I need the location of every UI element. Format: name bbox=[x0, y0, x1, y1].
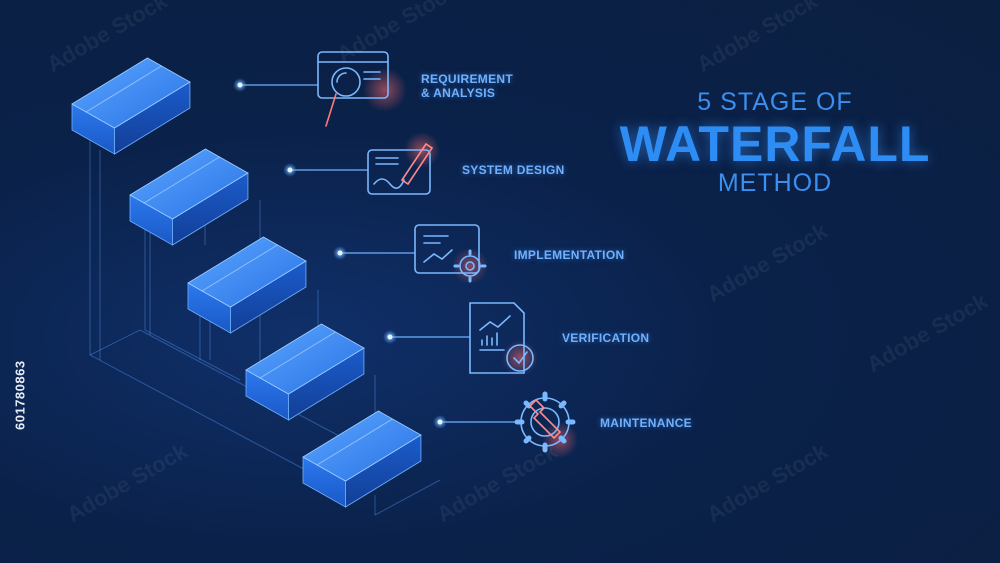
step-top-face bbox=[245, 323, 365, 395]
step-block-5 bbox=[302, 410, 422, 508]
stage-label-requirement: REQUIREMENT & ANALYSIS bbox=[421, 72, 513, 100]
stock-id-text: 601780863 bbox=[12, 360, 28, 430]
connectors-group bbox=[233, 78, 517, 429]
step-top-face bbox=[71, 57, 191, 129]
steps-group bbox=[71, 57, 422, 508]
connector-dot bbox=[337, 250, 343, 256]
step-highlight bbox=[143, 156, 220, 204]
title-line1: 5 STAGE OF bbox=[697, 88, 853, 116]
step-highlight bbox=[85, 65, 162, 113]
step-top-face bbox=[187, 236, 307, 308]
step-highlight bbox=[316, 418, 393, 466]
title-block: 5 STAGE OF WATERFALL METHOD bbox=[610, 88, 940, 198]
step-block-4 bbox=[245, 323, 365, 421]
step-top-face bbox=[302, 410, 422, 482]
stage-label-maintenance: MAINTENANCE bbox=[600, 416, 692, 430]
title-line3: METHOD bbox=[717, 169, 833, 197]
stage-label-verification: VERIFICATION bbox=[562, 331, 650, 345]
stage-label-implementation: IMPLEMENTATION bbox=[514, 248, 625, 262]
connector-dot bbox=[387, 334, 393, 340]
connector-dot bbox=[437, 419, 443, 425]
step-block-1 bbox=[71, 57, 191, 155]
step-block-3 bbox=[187, 236, 307, 334]
magnifier-document-icon bbox=[317, 51, 407, 127]
design-pen-icon bbox=[367, 132, 440, 195]
wrench-gear-icon bbox=[514, 391, 578, 458]
report-check-icon bbox=[469, 302, 538, 376]
step-block-2 bbox=[129, 148, 249, 246]
connector-dot bbox=[237, 82, 243, 88]
step-highlight bbox=[259, 331, 336, 379]
step-highlight bbox=[201, 244, 278, 292]
title-main: WATERFALL bbox=[619, 116, 931, 172]
connector-dot bbox=[287, 167, 293, 173]
document-gear-icon bbox=[414, 224, 488, 284]
step-top-face bbox=[129, 148, 249, 220]
stage-label-system-design: SYSTEM DESIGN bbox=[462, 163, 565, 177]
